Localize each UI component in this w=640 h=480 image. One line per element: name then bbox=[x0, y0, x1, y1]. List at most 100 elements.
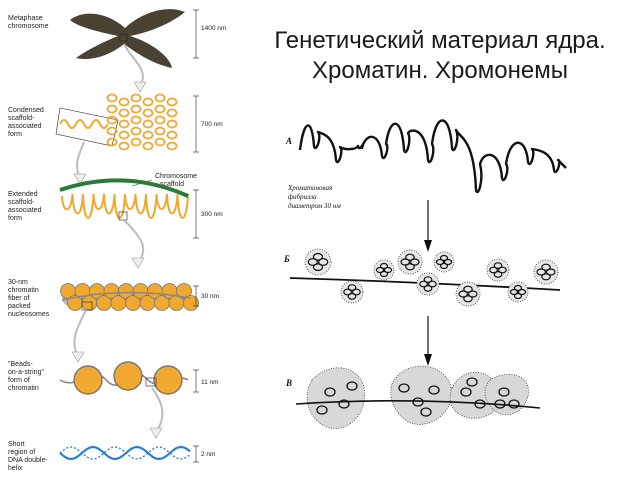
coil-loop bbox=[142, 108, 154, 118]
stage-30nm-label-4: packed bbox=[8, 303, 31, 310]
nucleosome-bead bbox=[113, 361, 143, 391]
stage-condensed-size: 700 nm bbox=[201, 121, 223, 128]
coil-loop bbox=[154, 115, 166, 125]
fiber-coil bbox=[419, 280, 429, 288]
stage-beads-label-3: form of bbox=[8, 377, 30, 384]
panel-a-letter: А bbox=[285, 136, 292, 146]
fibril-caption-2: фибрилла bbox=[288, 193, 317, 201]
coil-loop bbox=[118, 119, 130, 129]
fiber-coil bbox=[347, 293, 357, 300]
fiber-coil bbox=[489, 266, 499, 274]
metaphase-chromosome-shape bbox=[70, 9, 185, 69]
stage-extended: Extended scaffold- associated form Chrom… bbox=[8, 173, 223, 239]
loop-domains bbox=[304, 248, 559, 307]
chromosome-scaffold bbox=[59, 178, 189, 198]
coil-loop bbox=[130, 115, 142, 125]
fiber-coil bbox=[545, 268, 556, 276]
coil-loop bbox=[130, 93, 142, 103]
panel-b-letter: Б bbox=[283, 254, 290, 264]
title-line-1: Генетический материал ядра. bbox=[274, 27, 606, 54]
fiber-coil bbox=[409, 258, 420, 266]
stage-30nm-label-5: nucleosomes bbox=[8, 311, 50, 318]
stage-beads-label-1: "Beads- bbox=[8, 361, 33, 368]
condensed-loops bbox=[106, 93, 178, 151]
fiber-coil bbox=[346, 381, 358, 391]
fiber-coil bbox=[398, 383, 410, 393]
fibril-caption-3: диаметром 30 нм bbox=[288, 202, 341, 210]
nucleosome-bead bbox=[73, 365, 103, 395]
coil-loop bbox=[130, 126, 142, 136]
fiber-coil bbox=[517, 288, 527, 296]
coil-loop bbox=[166, 119, 178, 129]
coil-loop bbox=[106, 137, 118, 147]
nucleosome bbox=[183, 295, 199, 311]
flow-arrow bbox=[123, 219, 145, 263]
panel-c: В bbox=[285, 365, 541, 429]
fiber-coil bbox=[493, 271, 503, 278]
flow-arrowhead bbox=[131, 257, 145, 269]
stage-extended-label-2: scaffold- bbox=[8, 199, 35, 206]
fiber-coil bbox=[541, 263, 551, 271]
fiber-coil bbox=[412, 397, 424, 407]
stage-condensed-label-1: Condensed bbox=[8, 107, 44, 114]
chromomere-clusters bbox=[306, 365, 529, 429]
fiber-coil bbox=[460, 387, 472, 397]
coil-loop bbox=[154, 104, 166, 114]
fiber-coil bbox=[352, 288, 361, 296]
stage-beads-size: 11 nm bbox=[201, 379, 219, 386]
loop-domain bbox=[304, 248, 332, 276]
fiber-coil bbox=[513, 292, 523, 300]
flow-arrowhead bbox=[73, 173, 87, 185]
coil-loop bbox=[130, 137, 142, 147]
fiber-coil bbox=[509, 288, 519, 296]
fiber-coil bbox=[307, 258, 318, 266]
stage-extended-label-1: Extended bbox=[8, 191, 38, 198]
fiber-coil bbox=[312, 252, 324, 261]
stage-30nm-size: 30 nm bbox=[201, 293, 219, 300]
stage-dna-label-2: region of bbox=[8, 449, 35, 456]
down-arrowhead bbox=[424, 354, 432, 366]
fiber-coil bbox=[428, 385, 440, 395]
fiber-coil bbox=[463, 295, 473, 303]
fiber-coil bbox=[428, 280, 437, 288]
stage-30nm-label-2: chromatin bbox=[8, 287, 39, 294]
coil-loop bbox=[118, 141, 130, 151]
linker-dna bbox=[61, 291, 191, 301]
chromomere bbox=[449, 371, 501, 419]
fiber-coil bbox=[439, 254, 449, 262]
chromonema-axis bbox=[295, 400, 541, 409]
fiber-coil bbox=[508, 399, 520, 409]
fiber-coil bbox=[498, 266, 507, 274]
stage-metaphase-label-2: chromosome bbox=[8, 23, 49, 30]
stage-beads: "Beads- on-a-string" form of chromatin 1… bbox=[8, 361, 219, 395]
flow-arrow bbox=[151, 387, 164, 433]
fiber-coil bbox=[439, 262, 449, 270]
nucleosome-bead bbox=[153, 365, 183, 395]
flow-arrow bbox=[76, 141, 85, 179]
nucleosome bbox=[176, 283, 192, 299]
coil-loop bbox=[154, 137, 166, 147]
coil-loop bbox=[106, 104, 118, 114]
stage-dna-label-1: Short bbox=[8, 441, 25, 448]
fiber-coil bbox=[443, 258, 453, 266]
stage-metaphase: Metaphase chromosome 1400 nm bbox=[8, 9, 226, 69]
fiber-coil bbox=[400, 258, 410, 266]
coil-loop bbox=[142, 119, 154, 129]
stage-beads-label-2: on-a-string" bbox=[8, 369, 44, 376]
stage-metaphase-size: 1400 nm bbox=[201, 25, 226, 32]
stage-30nm-label-1: 30-nm bbox=[8, 279, 28, 286]
stage-dna-size: 2 nm bbox=[201, 451, 215, 458]
fiber-coil bbox=[318, 258, 329, 266]
zoom-box bbox=[145, 377, 157, 387]
fiber-coil bbox=[347, 284, 357, 292]
stage-extended-size: 300 nm bbox=[201, 211, 223, 218]
panel-c-letter: В bbox=[285, 378, 292, 388]
stage-dna-label-3: DNA double- bbox=[8, 457, 48, 464]
coil-loop bbox=[118, 130, 130, 140]
fiber-coil bbox=[467, 290, 478, 298]
stage-30nm-label-3: fiber of bbox=[8, 295, 29, 302]
coil-loop bbox=[106, 93, 118, 103]
stage-extended-label-3: associated bbox=[8, 207, 42, 214]
scaffold-callout-1: Chromosome bbox=[155, 173, 197, 180]
